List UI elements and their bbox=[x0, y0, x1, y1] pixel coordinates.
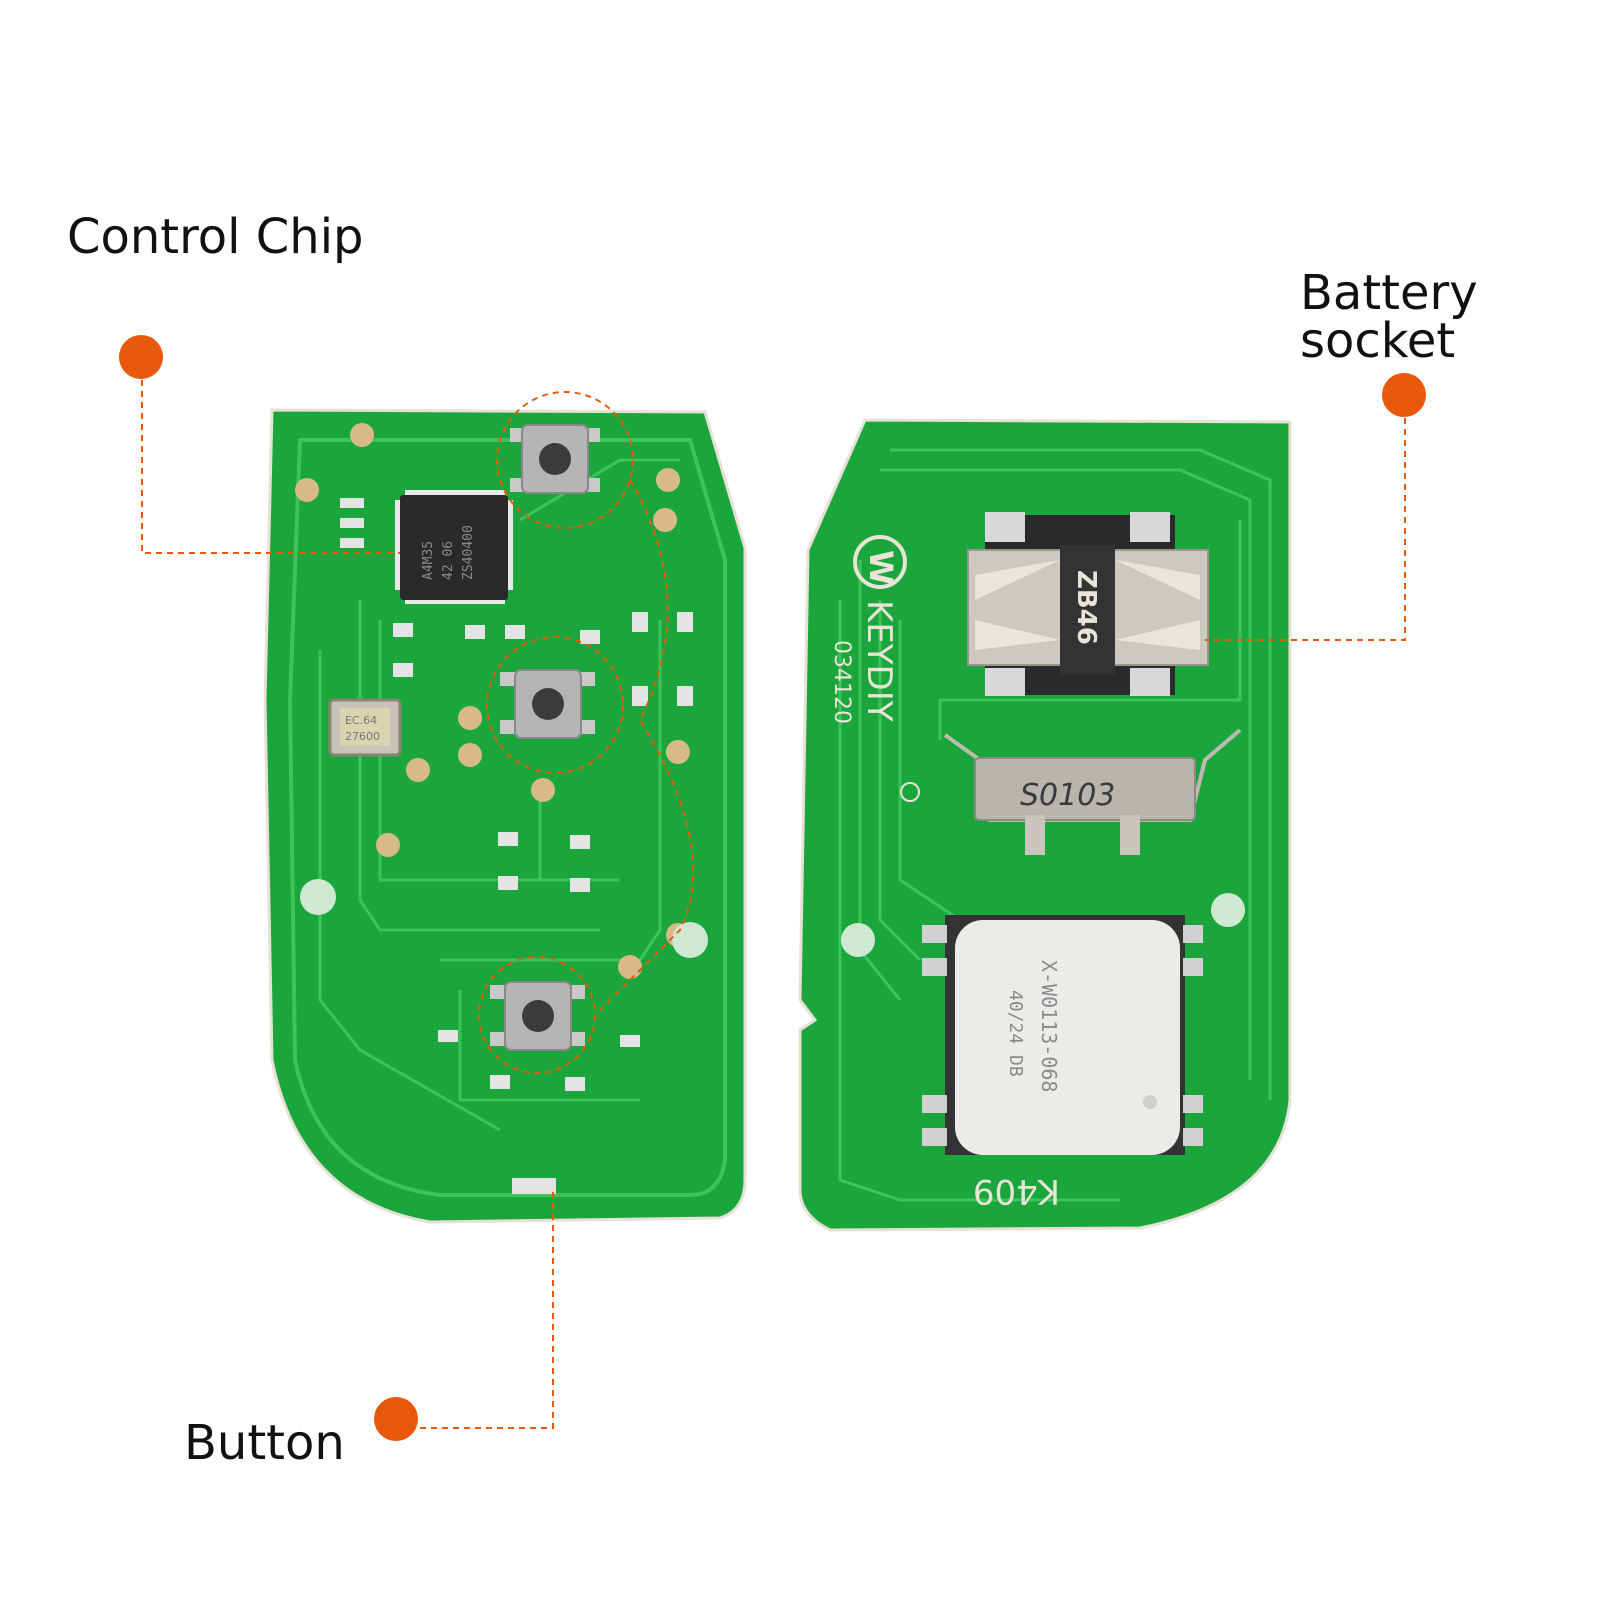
rf-module: X-W0113-068 40/24 DB bbox=[922, 915, 1203, 1155]
tact-button-bottom bbox=[490, 981, 585, 1051]
logo-mark: W bbox=[862, 550, 900, 585]
model-number: K409 bbox=[973, 1171, 1060, 1211]
smd-components bbox=[340, 498, 693, 1194]
crystal-marking-1: EC.64 bbox=[345, 714, 377, 727]
button-label: Button bbox=[184, 1415, 345, 1471]
battery-socket-label-line1: Battery bbox=[1300, 265, 1478, 321]
module-marking-2: 40/24 DB bbox=[1005, 990, 1026, 1077]
clip-marking: S0103 bbox=[1020, 778, 1115, 813]
control-chip-marker bbox=[119, 335, 163, 379]
module-marking-1: X-W0113-068 bbox=[1037, 960, 1061, 1092]
crystal-oscillator: EC.64 27600 bbox=[328, 698, 402, 757]
board-code: 034120 bbox=[829, 640, 854, 724]
tact-button-middle bbox=[500, 669, 595, 739]
battery-socket-marking: ZB46 bbox=[1071, 570, 1101, 645]
keydiy-logo: W KEYDIY bbox=[853, 535, 920, 802]
battery-socket-marker bbox=[1382, 373, 1426, 417]
crystal-marking-2: 27600 bbox=[345, 730, 380, 743]
chip-marking-3: ZS40400 bbox=[461, 525, 476, 580]
button-marker bbox=[374, 1397, 418, 1441]
battery-contact-clip: S0103 bbox=[943, 728, 1242, 855]
brand-name: KEYDIY bbox=[859, 600, 899, 722]
callout-lines bbox=[141, 380, 1406, 1429]
chip-marking-1: A4M35 bbox=[421, 541, 436, 580]
right-pcb-board: W KEYDIY 034120 ZB46 S0103 bbox=[798, 418, 1292, 1232]
control-chip: A4M35 42 06 ZS40400 bbox=[395, 490, 513, 604]
battery-socket: ZB46 bbox=[967, 512, 1209, 696]
chip-marking-2: 42 06 bbox=[441, 541, 456, 580]
control-chip-label: Control Chip bbox=[67, 209, 364, 265]
battery-socket-label-line2: socket bbox=[1300, 313, 1456, 369]
tact-button-top bbox=[510, 424, 600, 494]
left-pcb-board: A4M35 42 06 ZS40400 EC.64 27600 bbox=[263, 408, 747, 1224]
